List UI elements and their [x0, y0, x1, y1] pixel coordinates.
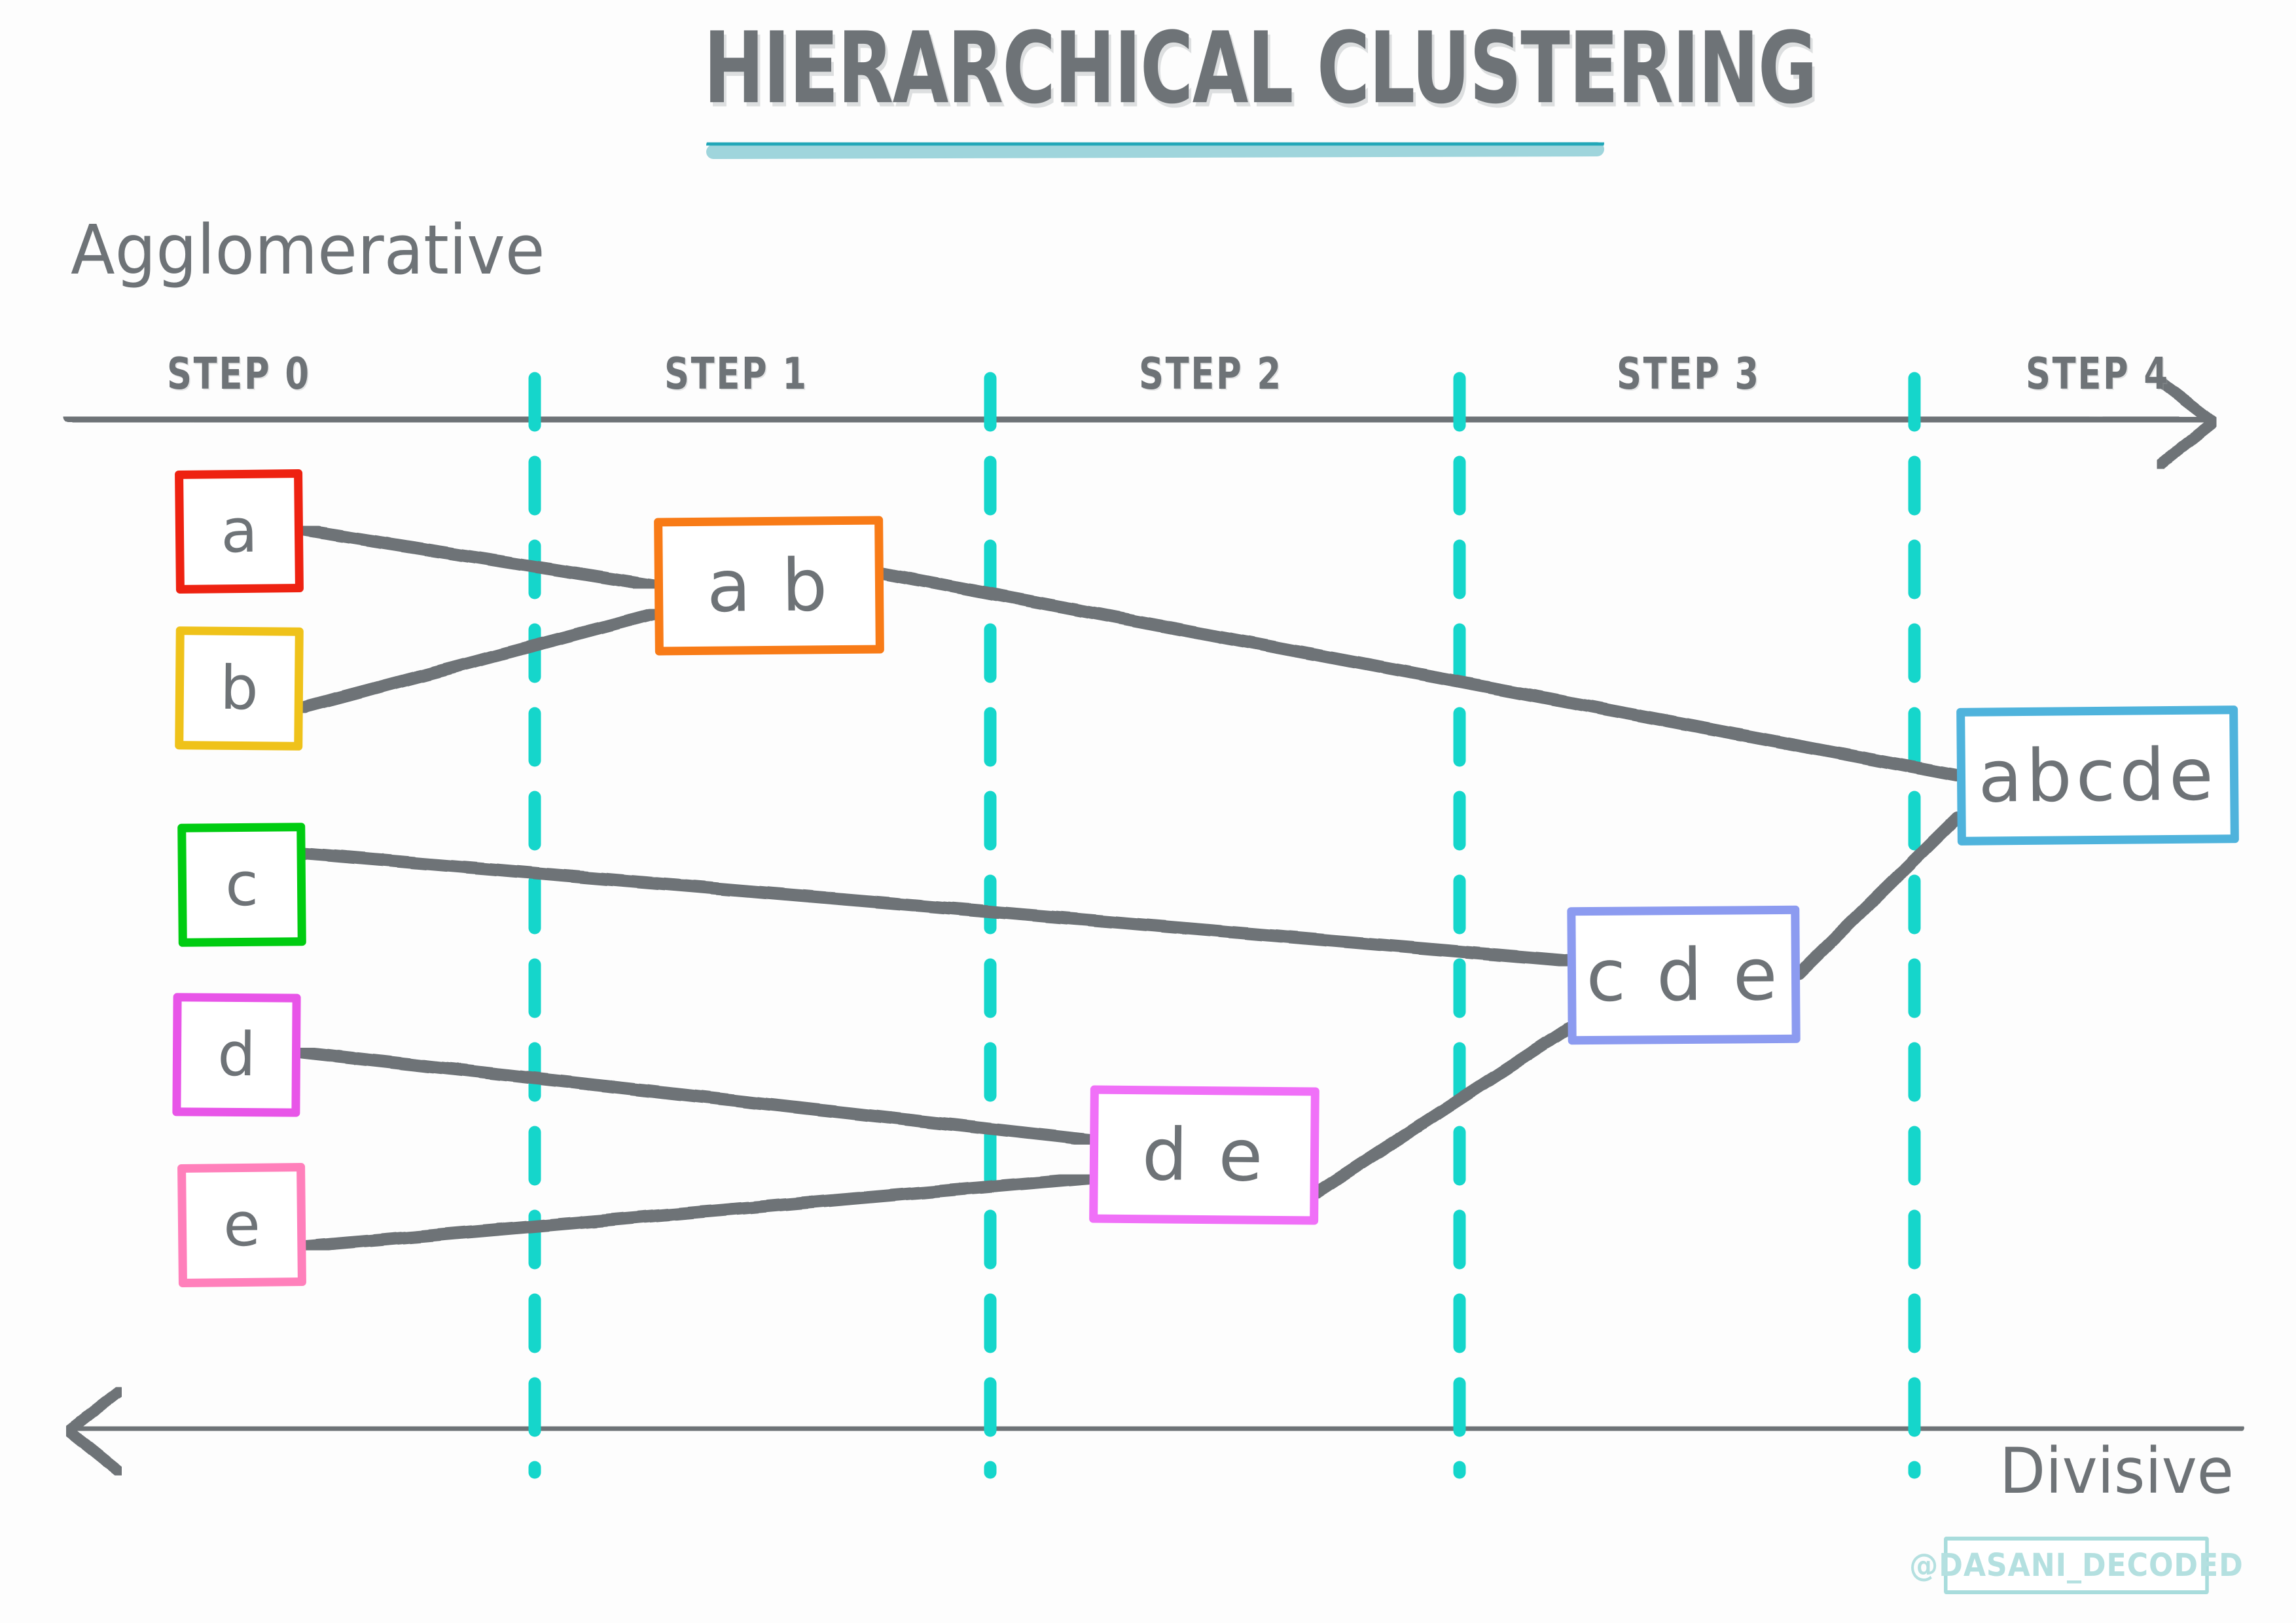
connector-b-to-ab	[293, 607, 661, 715]
cluster-node-de-label: d e	[1141, 1113, 1267, 1198]
dendrogram-connectors	[289, 522, 1964, 1253]
connector-a-to-ab	[289, 522, 661, 592]
cluster-node-b[interactable]: b	[175, 626, 304, 751]
cluster-node-d[interactable]: d	[172, 993, 301, 1117]
step-label-2: STEP 2	[1139, 348, 1283, 400]
top-axis-arrow	[63, 375, 2219, 471]
step-label-0: STEP 0	[167, 348, 311, 400]
connector-cde-to-abcde	[1792, 812, 1964, 980]
cluster-node-d-label: d	[217, 1019, 257, 1090]
watermark-text: @DASANI_DECODED	[1909, 1547, 2244, 1584]
cluster-node-e[interactable]: e	[177, 1162, 306, 1288]
cluster-node-cde[interactable]: c d e	[1567, 905, 1801, 1045]
cluster-node-ab[interactable]: a b	[654, 516, 884, 656]
cluster-node-e-label: e	[223, 1189, 261, 1260]
cluster-node-c-label: c	[224, 849, 259, 920]
title-underline	[706, 135, 1604, 159]
cluster-node-de[interactable]: d e	[1089, 1085, 1319, 1225]
page-title: HIERARCHICAL CLUSTERING	[704, 11, 1818, 126]
agglomerative-label: Agglomerative	[71, 210, 545, 290]
step-label-1: STEP 1	[664, 348, 808, 400]
cluster-node-a[interactable]: a	[175, 469, 304, 594]
cluster-node-ab-label: a b	[706, 543, 832, 628]
cluster-node-a-label: a	[220, 495, 259, 567]
cluster-node-c[interactable]: c	[177, 823, 306, 947]
connector-c-to-cde	[289, 846, 1574, 967]
cluster-node-abcde-label: abcde	[1977, 732, 2218, 819]
connector-ab-to-abcde	[876, 567, 1964, 782]
cluster-node-cde-label: c d e	[1586, 932, 1782, 1018]
divisive-label: Divisive	[2000, 1435, 2234, 1508]
watermark-badge: @DASANI_DECODED	[1909, 1537, 2243, 1594]
connector-de-to-cde	[1310, 1022, 1574, 1199]
step-label-4: STEP 4	[2026, 348, 2170, 400]
bottom-axis-arrow	[63, 1385, 2244, 1477]
cluster-node-b-label: b	[219, 652, 259, 724]
step-label-3: STEP 3	[1617, 348, 1761, 400]
connector-d-to-de	[296, 1046, 1096, 1147]
connector-e-to-de	[296, 1171, 1096, 1253]
cluster-node-abcde[interactable]: abcde	[1956, 705, 2239, 846]
